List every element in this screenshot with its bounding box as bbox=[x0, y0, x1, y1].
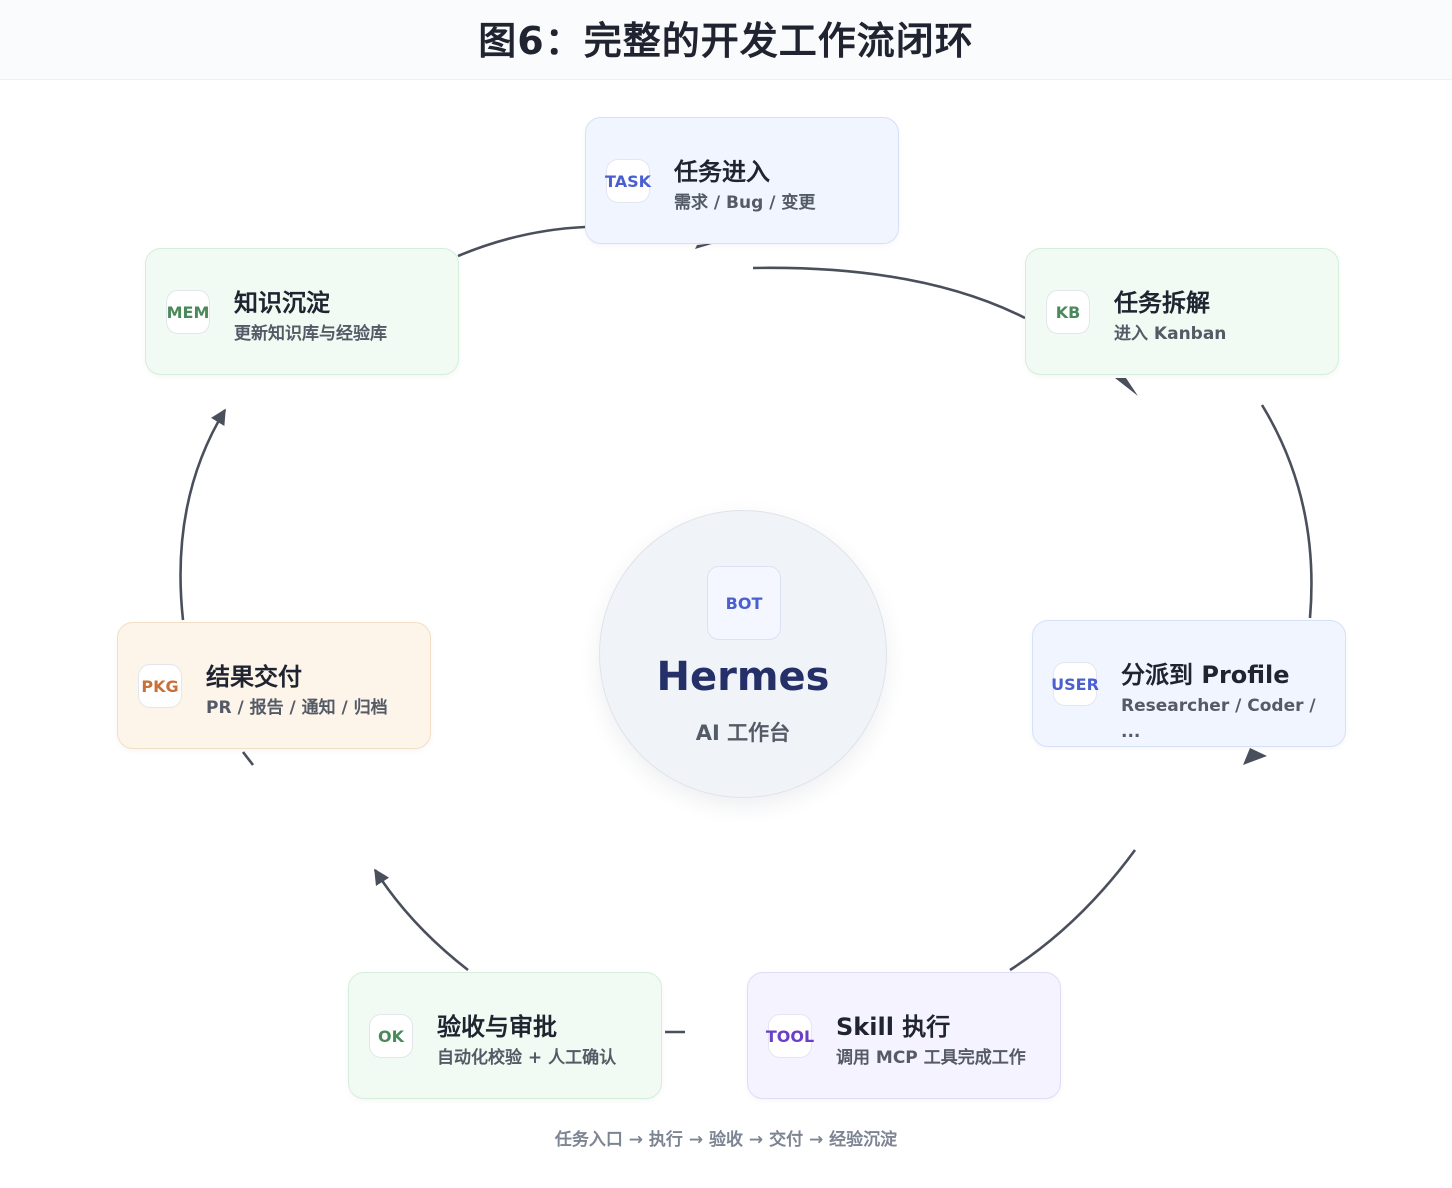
node-subtitle: 自动化校验 + 人工确认 bbox=[437, 1048, 617, 1068]
node-result-delivery: PKG 结果交付 PR / 报告 / 通知 / 归档 bbox=[117, 622, 431, 749]
node-task-intake: TASK 任务进入 需求 / Bug / 变更 bbox=[585, 117, 899, 244]
node-subtitle: 调用 MCP 工具完成工作 bbox=[836, 1048, 1026, 1068]
node-acceptance-approval: OK 验收与审批 自动化校验 + 人工确认 bbox=[348, 972, 662, 1099]
hermes-hub: BOT Hermes AI 工作台 bbox=[599, 510, 887, 798]
diagram-title: 图6：完整的开发工作流闭环 bbox=[478, 19, 974, 63]
node-subtitle: 更新知识库与经验库 bbox=[234, 324, 387, 344]
node-title: Skill 执行 bbox=[836, 1013, 951, 1041]
user-icon: USER bbox=[1051, 662, 1099, 706]
bot-icon: BOT bbox=[707, 566, 781, 640]
node-title: 验收与审批 bbox=[437, 1013, 557, 1041]
hub-subtitle: AI 工作台 bbox=[695, 721, 791, 745]
node-subtitle: 需求 / Bug / 变更 bbox=[674, 193, 816, 213]
node-task-breakdown: KB 任务拆解 进入 Kanban bbox=[1025, 248, 1339, 375]
hub-title: Hermes bbox=[656, 654, 830, 700]
node-subtitle: 进入 Kanban bbox=[1114, 324, 1227, 344]
arrowhead-task bbox=[695, 243, 715, 249]
node-title: 知识沉淀 bbox=[234, 289, 330, 317]
arrow-pkg-to-mem bbox=[179, 408, 227, 621]
node-skill-execution: TOOL Skill 执行 调用 MCP 工具完成工作 bbox=[747, 972, 1061, 1099]
node-assign-profile: USER 分派到 Profile Researcher / Coder / ..… bbox=[1032, 620, 1346, 747]
node-title: 结果交付 bbox=[206, 663, 302, 691]
arrow-mem-to-task bbox=[457, 225, 586, 258]
arrowhead-user bbox=[1243, 748, 1267, 765]
title-bar: 图6：完整的开发工作流闭环 bbox=[0, 0, 1452, 80]
node-subtitle: Researcher / Coder / ... bbox=[1121, 696, 1316, 742]
arrow-stub-pkg bbox=[241, 751, 255, 766]
footer-caption: 任务入口 → 执行 → 验收 → 交付 → 经验沉淀 bbox=[554, 1130, 898, 1150]
tool-icon: TOOL bbox=[766, 1014, 814, 1058]
arrowhead-kb bbox=[1115, 378, 1138, 396]
kanban-icon: KB bbox=[1046, 290, 1090, 334]
node-title: 任务拆解 bbox=[1114, 289, 1210, 317]
arrow-ok-to-pkg bbox=[373, 868, 469, 972]
check-icon: OK bbox=[369, 1014, 413, 1058]
package-icon: PKG bbox=[138, 664, 182, 708]
node-subtitle: PR / 报告 / 通知 / 归档 bbox=[206, 698, 388, 718]
arrow-user-to-tool bbox=[1009, 849, 1137, 972]
arrow-task-to-kb bbox=[752, 266, 1026, 320]
node-title: 任务进入 bbox=[674, 158, 770, 186]
arrow-kb-to-user bbox=[1260, 404, 1313, 619]
memory-icon: MEM bbox=[166, 290, 210, 334]
node-title: 分派到 Profile bbox=[1121, 661, 1290, 689]
task-icon: TASK bbox=[605, 159, 651, 203]
node-knowledge-capture: MEM 知识沉淀 更新知识库与经验库 bbox=[145, 248, 459, 375]
